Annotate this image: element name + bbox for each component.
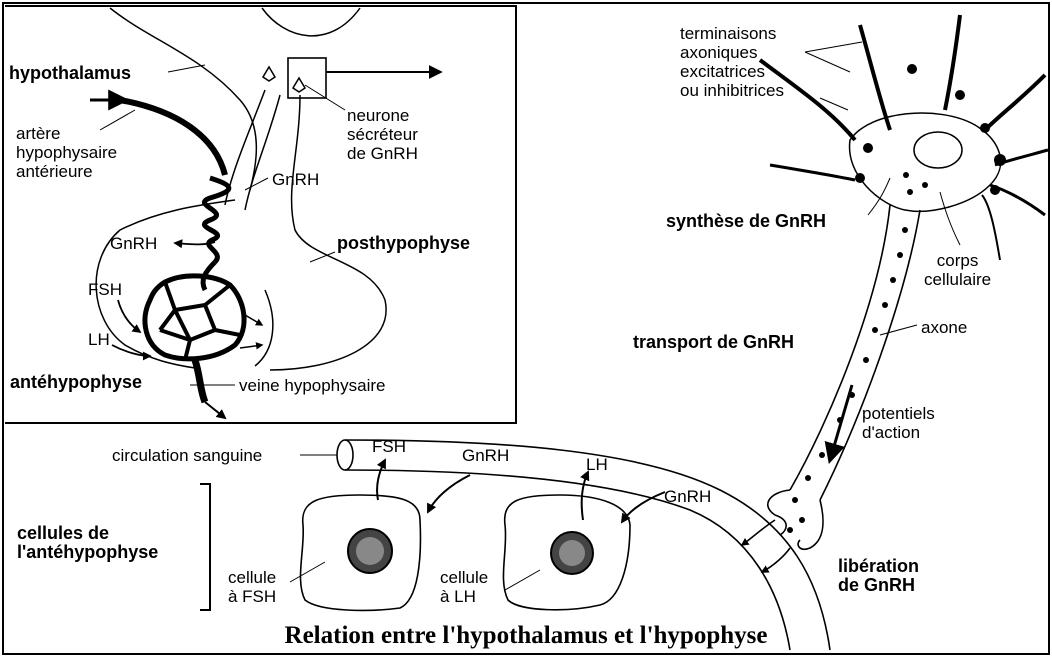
- label-gnrh-c: GnRH: [462, 446, 509, 465]
- label-gnrh-b: GnRH: [110, 234, 157, 253]
- label-posthypophyse: posthypophyse: [337, 234, 470, 253]
- gnrh-neuron: [760, 15, 1048, 549]
- label-fsh-b: FSH: [372, 437, 406, 456]
- label-antehypophyse: antéhypophyse: [10, 373, 142, 392]
- figure-caption: Relation entre l'hypothalamus et l'hypop…: [0, 622, 1052, 650]
- inset-leaders: [100, 65, 345, 385]
- label-axone: axone: [921, 318, 967, 337]
- label-synthese: synthèse de GnRH: [666, 212, 826, 231]
- label-lh-a: LH: [88, 330, 110, 349]
- label-fsh-a: FSH: [88, 280, 122, 299]
- label-gnrh-d: GnRH: [664, 487, 711, 506]
- neuron-leaders: [805, 42, 960, 335]
- pituitary-drawing: [96, 8, 386, 402]
- neuron-dots: [787, 64, 1006, 533]
- label-veine: veine hypophysaire: [239, 376, 385, 395]
- label-transport: transport de GnRH: [633, 333, 794, 352]
- label-gnrh-a: GnRH: [272, 170, 319, 189]
- label-lh-b: LH: [586, 455, 608, 474]
- label-circulation: circulation sanguine: [112, 446, 262, 465]
- label-hypothalamus: hypothalamus: [9, 64, 131, 83]
